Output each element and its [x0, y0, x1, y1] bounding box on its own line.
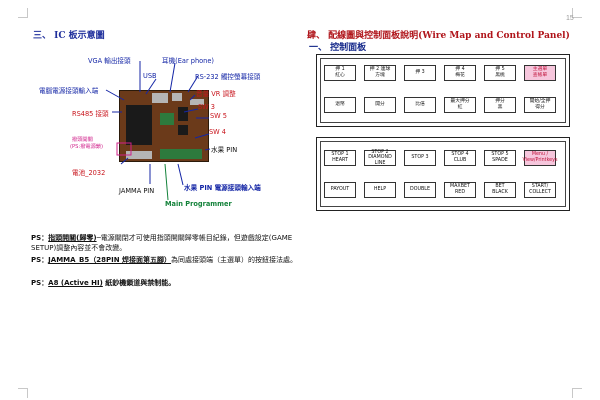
page-number: 15 [566, 15, 574, 22]
panel1-key-row2-1: 退幣 [324, 97, 356, 113]
label-sw4: SW 4 [209, 128, 226, 136]
wiring-heading: 肆、 配線圖與控制面板說明(Wire Map and Control Panel… [307, 31, 570, 41]
note-3-tag: PS： [31, 279, 49, 287]
note-1: PS：指頭開關(歸零)─電源關閉才可使用指頭開關歸零帳目紀錄，但遊戲設定(GAM… [31, 233, 301, 253]
panel1-key-row1-3: 押 3 [404, 65, 436, 81]
crop-mark-bottom-right [572, 388, 582, 398]
note-2-text: 為同處接頭端（主選單）的按鈕接法處。 [171, 256, 298, 264]
control-panel-subheading: 一、 控制面板 [309, 43, 367, 53]
crop-mark-top-right [572, 8, 582, 18]
label-usb: USB [143, 72, 157, 80]
label-sw3: SW 3 [198, 103, 215, 111]
label-jamma: JAMMA PIN [119, 187, 155, 195]
panel2-key-row2-3: DOUBLE [404, 182, 436, 198]
note-1-emph: 指頭開關(歸零) [48, 234, 97, 242]
label-rs485: RS485 接頭 [72, 110, 109, 118]
panel2-key-row1-1: STOP 1 HEART [324, 150, 356, 166]
panel2-key-row1-5: STOP 5 SPADE [484, 150, 516, 166]
panel1-key-row2-3: 比倍 [404, 97, 436, 113]
panel2-key-row1-3: STOP 3 [404, 150, 436, 166]
control-panel-english: STOP 1 HEART STOP 2 DIAMOND LINE STOP 3 STO… [316, 137, 570, 211]
panel1-key-row2-6: 開始/全押 得分 [524, 97, 556, 113]
note-1-tag: PS： [31, 234, 49, 242]
crop-mark-bottom-left [18, 388, 28, 398]
ic-board-photo [119, 90, 209, 162]
note-2-tag: PS： [31, 256, 49, 264]
label-water-pin-power: 水果 PIN 電源接頭輸入端 [184, 184, 261, 192]
label-volume: 音量 VR 調整 [196, 90, 236, 98]
panel2-key-row2-6: START/ COLLECT [524, 182, 556, 198]
note-3-emph: A8 (Active HI) [48, 279, 103, 287]
ic-board-heading: 三、 IC 板示意圖 [33, 31, 105, 41]
panel2-key-row2-2: HELP [364, 182, 396, 198]
note-3-text: 紙鈔機鎖道與禁制能。 [102, 279, 176, 287]
label-main-programmer: Main Programmer [165, 200, 232, 208]
crop-mark-top-left [18, 8, 28, 18]
panel1-key-row2-2: 開分 [364, 97, 396, 113]
label-clear-switch-note: (PS:撥電源鎖) [70, 144, 103, 150]
panel1-key-row1-2: 押 2 連球 方塊 [364, 65, 396, 81]
note-3: PS：A8 (Active HI) 紙鈔機鎖道與禁制能。 [31, 278, 301, 288]
label-rs232: RS-232 觸控螢幕接頭 [195, 73, 261, 81]
label-clear-switch: 撥頭開關 [72, 137, 93, 143]
note-2-emph: JAMMA_B5（28PIN 焊接面第五腳） [48, 256, 172, 264]
label-sw5: SW 5 [210, 112, 227, 120]
panel2-key-row2-4: MAXBET RED [444, 182, 476, 198]
panel2-key-row2-1: PAYOUT [324, 182, 356, 198]
label-battery: 電池_2032 [72, 169, 106, 177]
panel1-key-row1-5: 押 5 黑桃 [484, 65, 516, 81]
panel1-key-row2-4: 最大押分 紅 [444, 97, 476, 113]
panel2-key-row1-2: STOP 2 DIAMOND LINE [364, 150, 396, 166]
panel2-key-row2-5: BET BLACK [484, 182, 516, 198]
panel2-key-row1-6: Menu / View/Printkeys [523, 150, 557, 166]
panel2-key-row1-4: STOP 4 CLUB [444, 150, 476, 166]
note-1-text: ─電源關閉才可使用指頭開關歸零帳目紀錄，但遊戲設定(GAME SETUP)調整內… [31, 234, 293, 252]
panel1-key-row2-5: 押分 黑 [484, 97, 516, 113]
label-vga: VGA 輸出接頭 [88, 57, 131, 65]
note-2: PS：JAMMA_B5（28PIN 焊接面第五腳）為同處接頭端（主選單）的按鈕接… [31, 255, 301, 265]
label-water-pin: 水果 PIN [211, 146, 238, 154]
label-earphone: 耳機(Ear phone) [162, 57, 214, 65]
label-power-input: 電腦電源接頭輸入端 [39, 87, 99, 95]
panel1-key-row1-1: 押 1 紅心 [324, 65, 356, 81]
panel1-key-row1-6: 主選單 查帳單 [524, 65, 556, 81]
panel1-key-row1-4: 押 4 梅花 [444, 65, 476, 81]
